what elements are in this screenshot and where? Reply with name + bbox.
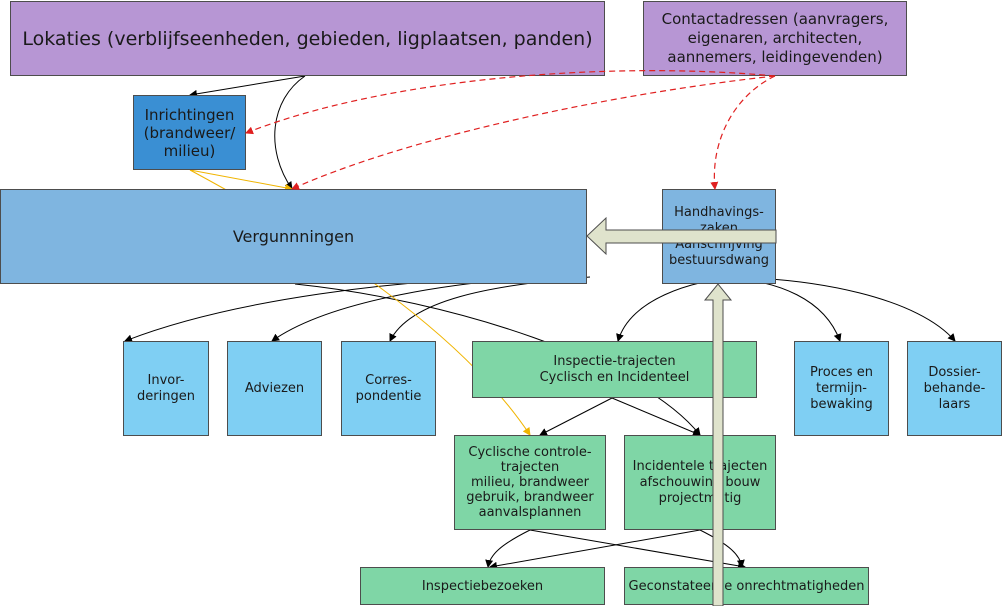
proces-line-3: bewaking bbox=[810, 396, 873, 412]
handhaving-to-inspectie-arrow bbox=[616, 276, 741, 342]
contactadressen-line-1: Contactadressen (aanvragers, bbox=[661, 10, 889, 28]
dossierbehandelaars-line-3: laars bbox=[938, 396, 971, 412]
inspectie-trajecten-node: Inspectie-trajecten Cyclisch en Incident… bbox=[472, 341, 757, 398]
contactadressen-line-2: eigenaren, architecten, bbox=[687, 29, 863, 47]
inrichtingen-to-vergunningen-yellow-arrow bbox=[189, 169, 293, 192]
handhaving-line-1: Handhavings- bbox=[674, 204, 764, 220]
vergunningen-label: Vergunnningen bbox=[232, 227, 355, 246]
invorderingen-line-2: deringen bbox=[137, 388, 195, 404]
correspondentie-line-2: pondentie bbox=[355, 388, 422, 404]
vergunningen-to-invorderingen-arrow bbox=[124, 276, 541, 343]
incidentele-node: Incidentele trajecten afschouwing bouw p… bbox=[624, 435, 776, 530]
cyclische-line-2: trajecten bbox=[500, 460, 560, 475]
inspectiebezoeken-label: Inspectiebezoeken bbox=[421, 578, 544, 594]
cyclische-to-geconstateerde-arrow bbox=[529, 529, 746, 570]
handhaving-line-2: zaken bbox=[699, 220, 739, 236]
handhaving-node: Handhavings- zaken Aanschrijving bestuur… bbox=[662, 189, 776, 284]
lokaties-node: Lokaties (verblijfseenheden, gebieden, l… bbox=[10, 1, 605, 76]
inspectie-trajecten-line-2: Cyclisch en Incidenteel bbox=[539, 369, 690, 385]
dossierbehandelaars-line-1: Dossier- bbox=[928, 364, 981, 380]
invorderingen-node: Invor- deringen bbox=[123, 341, 209, 436]
cyclische-line-5: aanvalsplannen bbox=[478, 505, 582, 520]
lokaties-label: Lokaties (verblijfseenheden, gebieden, l… bbox=[22, 27, 593, 50]
inspectie-to-incidentele-arrow bbox=[611, 397, 701, 436]
adviezen-node: Adviezen bbox=[227, 341, 322, 436]
handhaving-line-3: Aanschrijving bbox=[675, 236, 763, 252]
incidentele-line-1: Incidentele trajecten bbox=[632, 458, 768, 474]
vergunningen-to-correspondentie-arrow bbox=[389, 276, 591, 342]
lokaties-to-vergunningen-arrow bbox=[274, 75, 306, 190]
inrichtingen-line-1: Inrichtingen bbox=[144, 105, 235, 124]
invorderingen-line-1: Invor- bbox=[147, 372, 185, 388]
cyclische-line-3: milieu, brandweer bbox=[470, 475, 590, 490]
inspectie-trajecten-line-1: Inspectie-trajecten bbox=[553, 353, 676, 369]
dossierbehandelaars-node: Dossier- behande- laars bbox=[907, 341, 1002, 436]
inrichtingen-line-2: (brandweer/ bbox=[143, 123, 236, 142]
incidentele-to-inspectiebezoeken-arrow bbox=[489, 529, 701, 570]
contactadressen-line-3: aannemers, leidingevenden) bbox=[667, 48, 883, 66]
handhaving-to-proces-arrow bbox=[719, 276, 842, 342]
incidentele-line-2: afschouwing bouw bbox=[639, 474, 761, 490]
vergunningen-node: Vergunnningen bbox=[0, 189, 587, 284]
inspectie-to-cyclische-arrow bbox=[539, 397, 613, 436]
cyclische-line-1: Cyclische controle- bbox=[468, 445, 592, 460]
handhaving-to-dossier-arrow bbox=[699, 276, 956, 342]
proces-node: Proces en termijn- bewaking bbox=[794, 341, 889, 436]
contactadressen-node: Contactadressen (aanvragers, eigenaren, … bbox=[643, 1, 907, 76]
dossierbehandelaars-line-2: behande- bbox=[923, 380, 986, 396]
cyclische-to-inspectiebezoeken-arrow bbox=[485, 529, 531, 568]
inrichtingen-line-3: milieu) bbox=[163, 141, 216, 160]
inrichtingen-node: Inrichtingen (brandweer/ milieu) bbox=[133, 95, 246, 170]
geconstateerde-node: Geconstateerde onrechtmatigheden bbox=[624, 567, 869, 605]
inspectiebezoeken-node: Inspectiebezoeken bbox=[360, 567, 605, 605]
proces-line-1: Proces en bbox=[810, 364, 873, 380]
geconstateerde-label: Geconstateerde onrechtmatigheden bbox=[628, 578, 865, 594]
adviezen-label: Adviezen bbox=[244, 381, 305, 396]
vergunningen-to-incidentele-arrow bbox=[294, 283, 701, 436]
incidentele-line-3: projectmatig bbox=[658, 490, 742, 506]
proces-line-2: termijn- bbox=[815, 380, 867, 396]
handhaving-line-4: bestuursdwang bbox=[668, 252, 770, 268]
cyclische-line-4: gebruik, brandweer bbox=[466, 490, 594, 505]
correspondentie-line-1: Corres- bbox=[365, 372, 412, 388]
correspondentie-node: Corres- pondentie bbox=[341, 341, 436, 436]
incidentele-to-geconstateerde-arrow bbox=[699, 529, 745, 568]
cyclische-node: Cyclische controle- trajecten milieu, br… bbox=[454, 435, 606, 530]
